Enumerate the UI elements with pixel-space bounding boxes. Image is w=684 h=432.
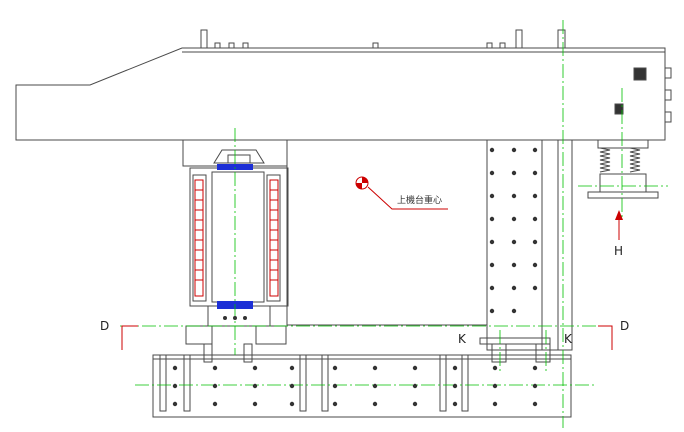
lifting-post-right [515,29,523,49]
clamp-right-stem [243,343,253,363]
section-marker-right [598,325,613,350]
top-bolt [372,42,379,49]
section-marker-left [121,325,138,350]
ram-guide-right [266,174,281,302]
label-k-left: K [458,332,467,346]
ram-core [211,171,265,303]
top-bolt [499,42,506,49]
lifting-post-left [200,29,208,49]
top-bolt [486,42,493,49]
spring-mount-top [597,139,649,149]
head-cap [213,149,265,164]
view-arrow-h [615,210,623,240]
label-h: H [614,244,623,258]
die-post [299,354,307,412]
die-post [183,354,191,412]
top-bolt [228,42,235,49]
label-d-right: D [620,319,629,333]
spring-stack [599,147,641,173]
spring-mount-plate [587,191,659,199]
coil-left [194,179,204,297]
side-frame-body [286,139,488,326]
small-nameplate [614,103,624,115]
center-of-gravity-marker [355,176,448,210]
clamp-right [255,325,287,345]
column-rail [557,139,573,351]
side-fitting [664,67,672,79]
clamp-left-stem [203,343,213,363]
bolt-hole-grid [172,147,538,407]
label-d-left: D [100,319,109,333]
label-center-of-gravity: 上機台重心 [397,194,442,206]
side-fitting [664,89,672,101]
head-cap-window [227,154,251,164]
clamp-left [185,325,213,345]
ram-guide-left [192,174,207,302]
label-k-right: K [564,332,573,346]
column-strip [541,139,559,351]
die-post [159,354,167,412]
ram-outer [189,167,289,307]
top-bolt [242,42,249,49]
top-bolt [214,42,221,49]
upper-frame-outline [15,47,666,141]
side-fitting [664,111,672,123]
clamp-k-bar [479,337,551,345]
die-post [439,354,447,412]
die-post [321,354,329,412]
spring-mount-body [599,173,647,193]
die-post [461,354,469,412]
bolster-plate [152,354,572,418]
nameplate [633,67,647,81]
lifting-post-far-right [557,29,566,49]
coil-right [269,179,279,297]
